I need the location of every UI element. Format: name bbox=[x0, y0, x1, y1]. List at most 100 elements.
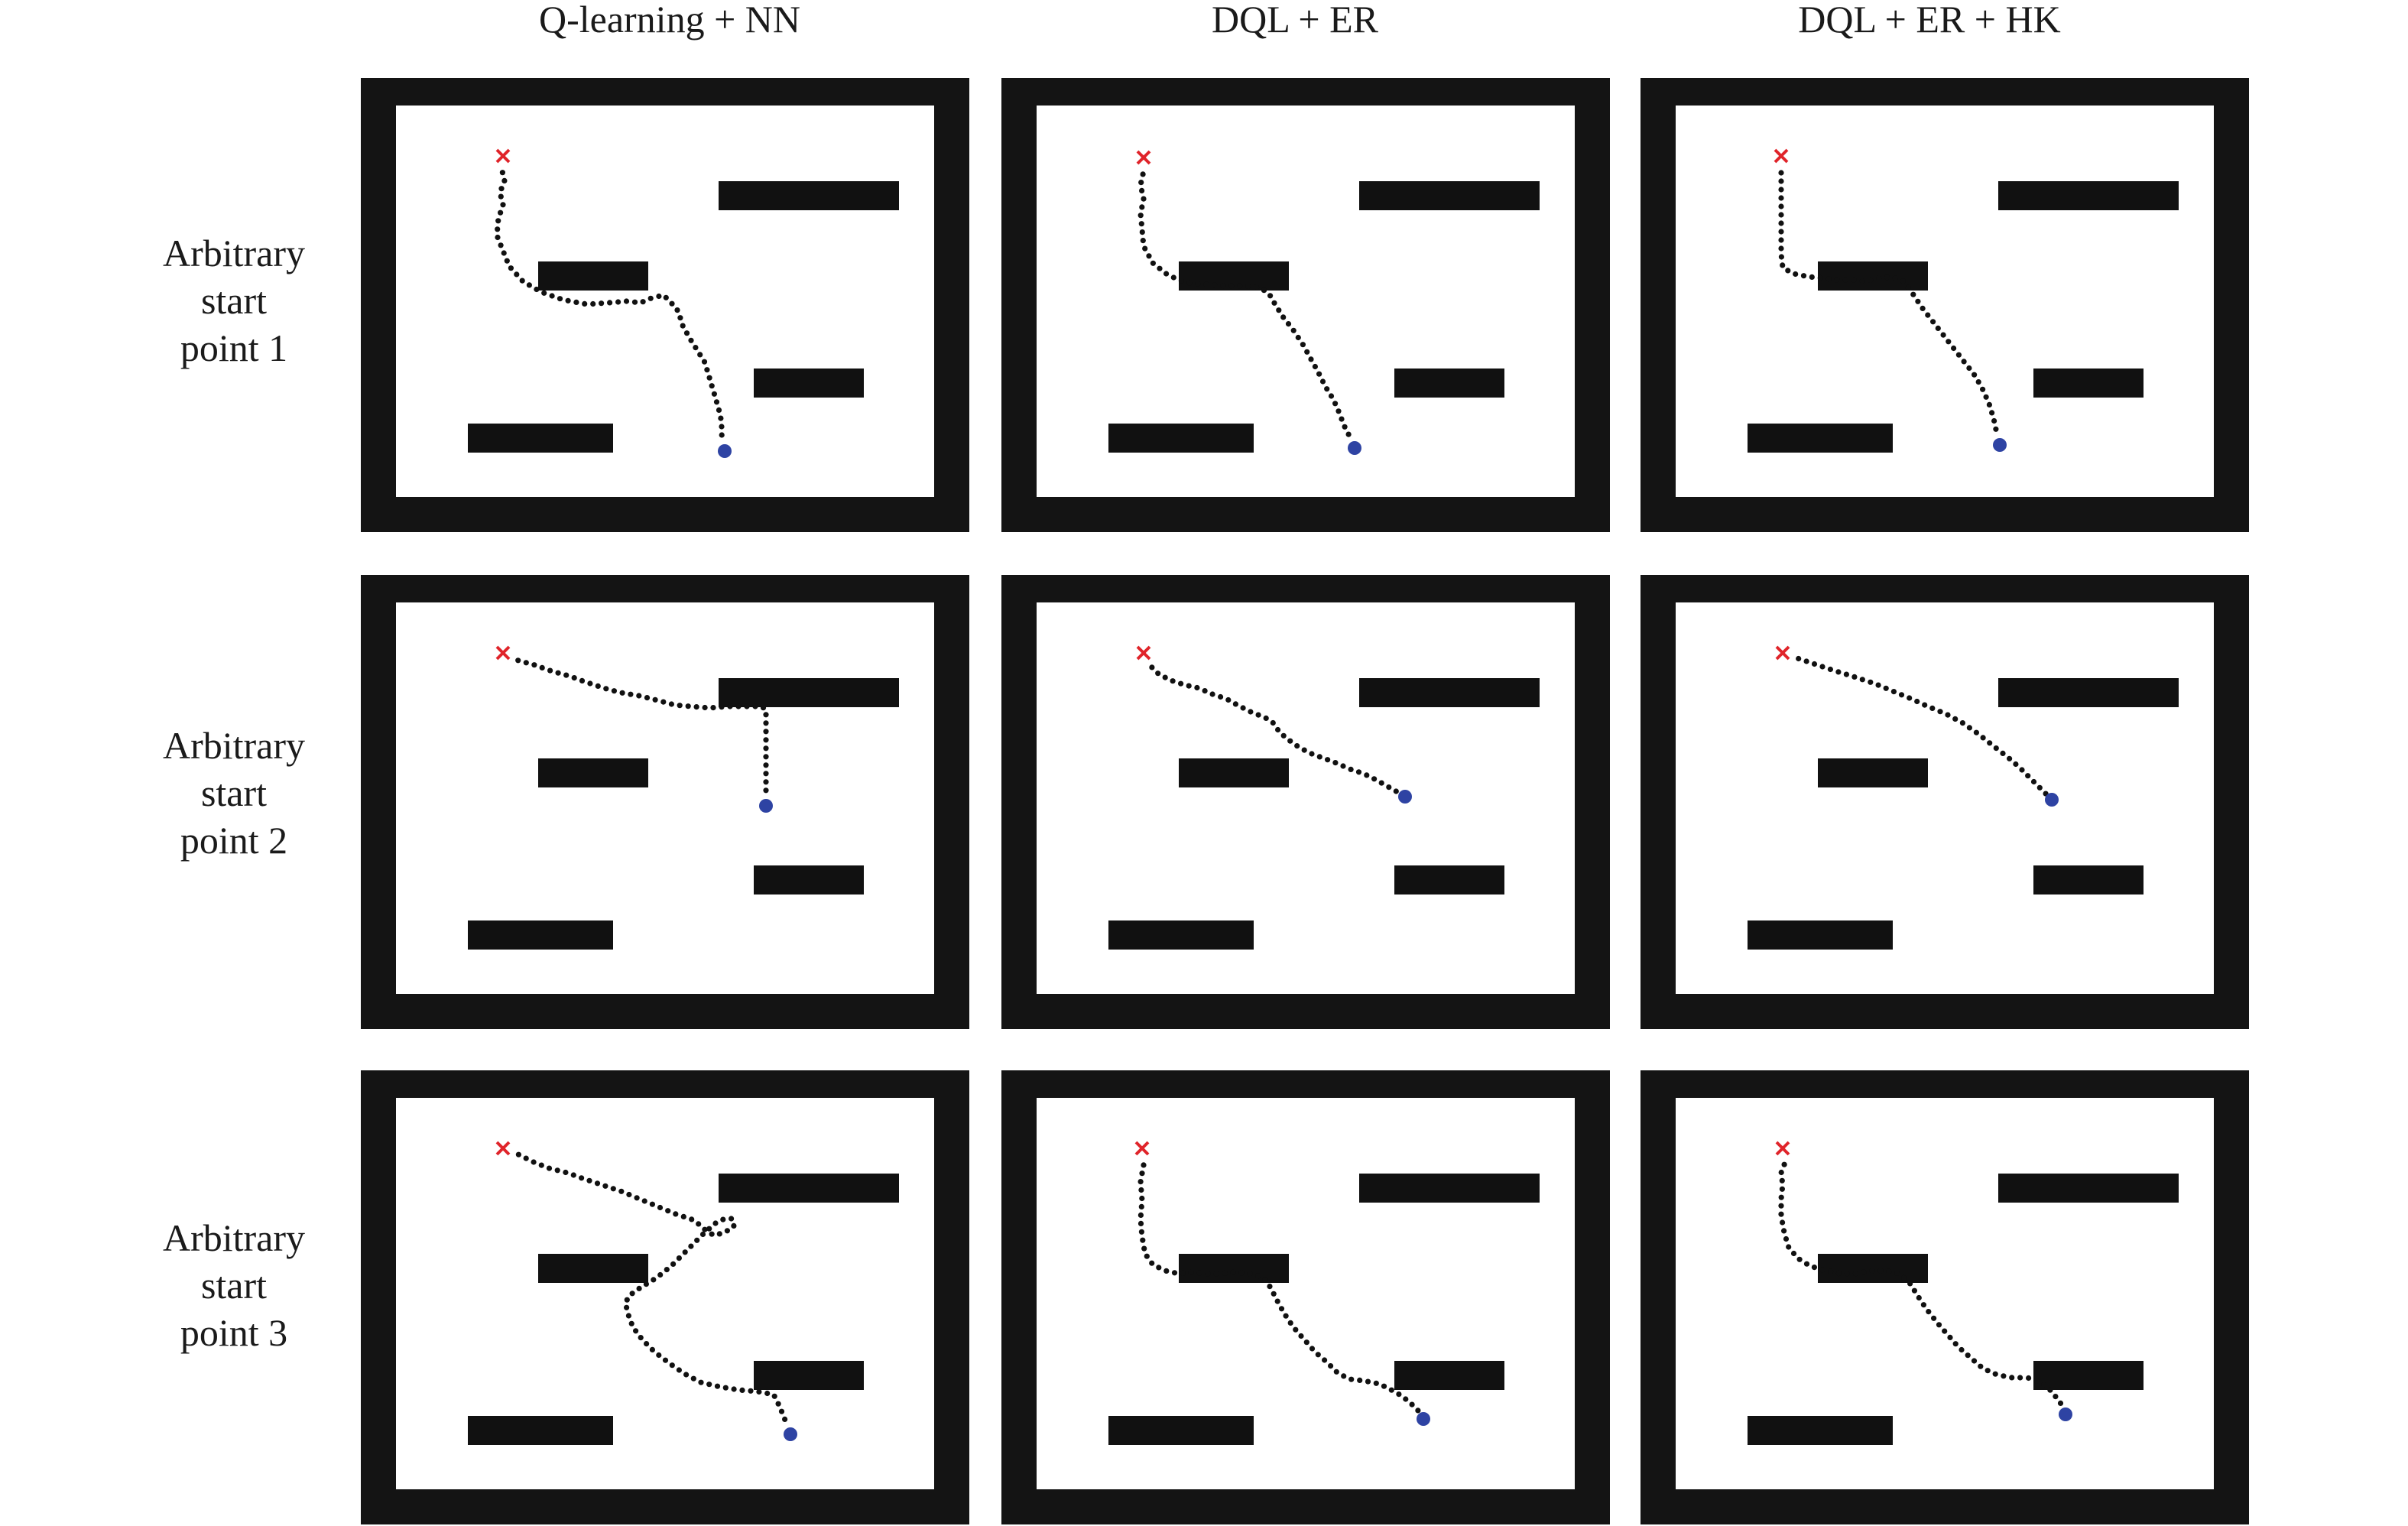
path-dot bbox=[1137, 1212, 1144, 1218]
path-dot bbox=[775, 1401, 781, 1407]
path-dot bbox=[1141, 196, 1147, 202]
path-dot bbox=[1287, 1320, 1293, 1326]
path-dot bbox=[731, 1222, 737, 1229]
path-dot bbox=[1339, 416, 1345, 422]
path-dot bbox=[1942, 1328, 1948, 1334]
path-dot bbox=[1309, 1346, 1316, 1352]
path-dot bbox=[628, 691, 634, 697]
path-dot bbox=[1778, 220, 1784, 226]
path-dot bbox=[1778, 1194, 1784, 1200]
path-dot bbox=[500, 202, 506, 208]
red-x-marker-icon bbox=[1775, 1141, 1790, 1156]
path-dot bbox=[719, 424, 725, 430]
path-dot bbox=[1328, 393, 1335, 399]
obstacle-bottom-left-bar bbox=[1748, 424, 1893, 453]
path-dot bbox=[1274, 1298, 1280, 1304]
path-dot bbox=[704, 367, 710, 373]
path-dot bbox=[1293, 1326, 1299, 1333]
path-dot bbox=[1324, 386, 1330, 392]
path-dot bbox=[1780, 1219, 1786, 1226]
path-dot bbox=[1886, 1268, 1892, 1274]
path-dot bbox=[1393, 788, 1399, 794]
path-dot bbox=[539, 664, 545, 670]
path-dot bbox=[677, 703, 683, 709]
path-dot bbox=[1940, 332, 1946, 338]
path-dot bbox=[1778, 203, 1784, 209]
path-dot bbox=[1373, 1380, 1379, 1386]
path-dot bbox=[523, 1155, 529, 1161]
obstacle-bottom-left-bar bbox=[1108, 920, 1254, 950]
path-dot bbox=[669, 1362, 675, 1369]
path-dot bbox=[1415, 1407, 1421, 1414]
red-x-marker-icon bbox=[1775, 645, 1790, 661]
path-dot bbox=[1409, 1401, 1415, 1407]
obstacle-top-right-bar bbox=[1359, 181, 1540, 210]
path-dot bbox=[2000, 750, 2006, 756]
path-dot bbox=[1280, 314, 1287, 320]
path-dot bbox=[1900, 278, 1906, 284]
path-dot bbox=[694, 1237, 700, 1243]
path-dot bbox=[531, 1159, 537, 1165]
path-dot bbox=[1386, 784, 1392, 791]
path-dot bbox=[619, 690, 625, 696]
path-dot bbox=[1212, 282, 1218, 288]
obstacle-upper-left-bar bbox=[1818, 758, 1928, 787]
path-dot bbox=[1842, 277, 1848, 283]
path-dot bbox=[1333, 1369, 1339, 1375]
path-dot bbox=[1834, 277, 1840, 283]
path-dot bbox=[1261, 287, 1267, 294]
path-dot bbox=[1340, 763, 1346, 769]
path-dot bbox=[555, 670, 561, 676]
path-dot bbox=[1220, 283, 1226, 289]
path-dot bbox=[665, 1208, 671, 1214]
path-dot bbox=[1140, 171, 1146, 177]
path-dot bbox=[636, 1285, 642, 1291]
blue-dot-goal-icon bbox=[1993, 438, 2007, 452]
path-dot bbox=[1966, 725, 1972, 731]
path-dot bbox=[625, 1313, 631, 1319]
path-dot bbox=[1275, 726, 1281, 733]
path-dot bbox=[1844, 1271, 1850, 1277]
path-dot bbox=[2025, 773, 2031, 779]
trajectory-path bbox=[1137, 171, 1352, 437]
path-dot bbox=[615, 299, 621, 305]
path-dot bbox=[1144, 1253, 1150, 1259]
row-label-1: Arbitrary start point 1 bbox=[163, 232, 305, 369]
trajectory-path bbox=[515, 657, 769, 794]
panel-row-2-dql-er bbox=[1001, 575, 1610, 1029]
path-dot bbox=[1263, 715, 1269, 721]
path-dot bbox=[748, 1388, 754, 1394]
path-dot bbox=[1946, 339, 1952, 345]
path-dot bbox=[709, 383, 715, 389]
path-dot bbox=[1869, 1268, 1875, 1274]
path-dot bbox=[1138, 1229, 1144, 1235]
path-dot bbox=[1989, 410, 1995, 416]
red-x-marker-icon bbox=[495, 148, 511, 164]
path-dot bbox=[710, 705, 716, 711]
blue-dot-goal-icon bbox=[1348, 441, 1361, 455]
path-dot bbox=[1972, 372, 1978, 378]
column-title-q-learning-nn: Q-learning + NN bbox=[539, 0, 800, 41]
path-dot bbox=[1345, 431, 1352, 437]
path-dot bbox=[2009, 1375, 2015, 1381]
obstacle-bottom-left-bar bbox=[468, 920, 613, 950]
path-dot bbox=[1931, 1315, 1937, 1321]
path-dot bbox=[1778, 1169, 1784, 1176]
path-dot bbox=[1188, 1269, 1194, 1275]
path-dot bbox=[526, 282, 532, 288]
panel-row-2-dql-er-hk bbox=[1640, 575, 2249, 1029]
path-dot bbox=[1796, 655, 1802, 662]
path-dot bbox=[669, 300, 675, 307]
path-dot bbox=[660, 699, 667, 705]
path-dot bbox=[763, 737, 769, 743]
path-dot bbox=[594, 1180, 601, 1187]
path-dot bbox=[696, 1221, 702, 1227]
path-dot bbox=[657, 1204, 664, 1211]
panel-row-1-q-learning-nn bbox=[361, 78, 969, 532]
path-dot bbox=[763, 762, 769, 768]
path-dot bbox=[1793, 271, 1799, 278]
path-dot bbox=[1965, 1352, 1971, 1359]
path-dot bbox=[763, 754, 769, 760]
obstacle-bottom-left-bar bbox=[1748, 920, 1893, 950]
